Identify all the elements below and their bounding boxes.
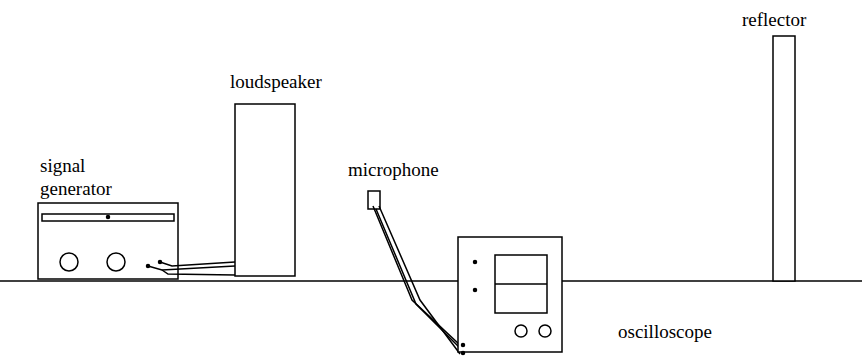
bench-line [0,280,458,282]
equipment-label: loudspeaker [230,70,322,93]
equipment-label: signal generator [40,154,135,200]
equipment-label: oscilloscope [618,320,712,343]
bench-line [562,280,862,282]
loudspeaker-box [235,104,295,276]
equipment-label: reflector [742,8,806,31]
equipment-label: microphone [348,158,439,181]
generator-wires [148,262,235,275]
microphone-wires [373,206,462,354]
oscilloscope [458,237,562,355]
microphone-symbol [368,191,380,209]
signal-generator [38,203,178,279]
reflector-board [773,36,795,281]
